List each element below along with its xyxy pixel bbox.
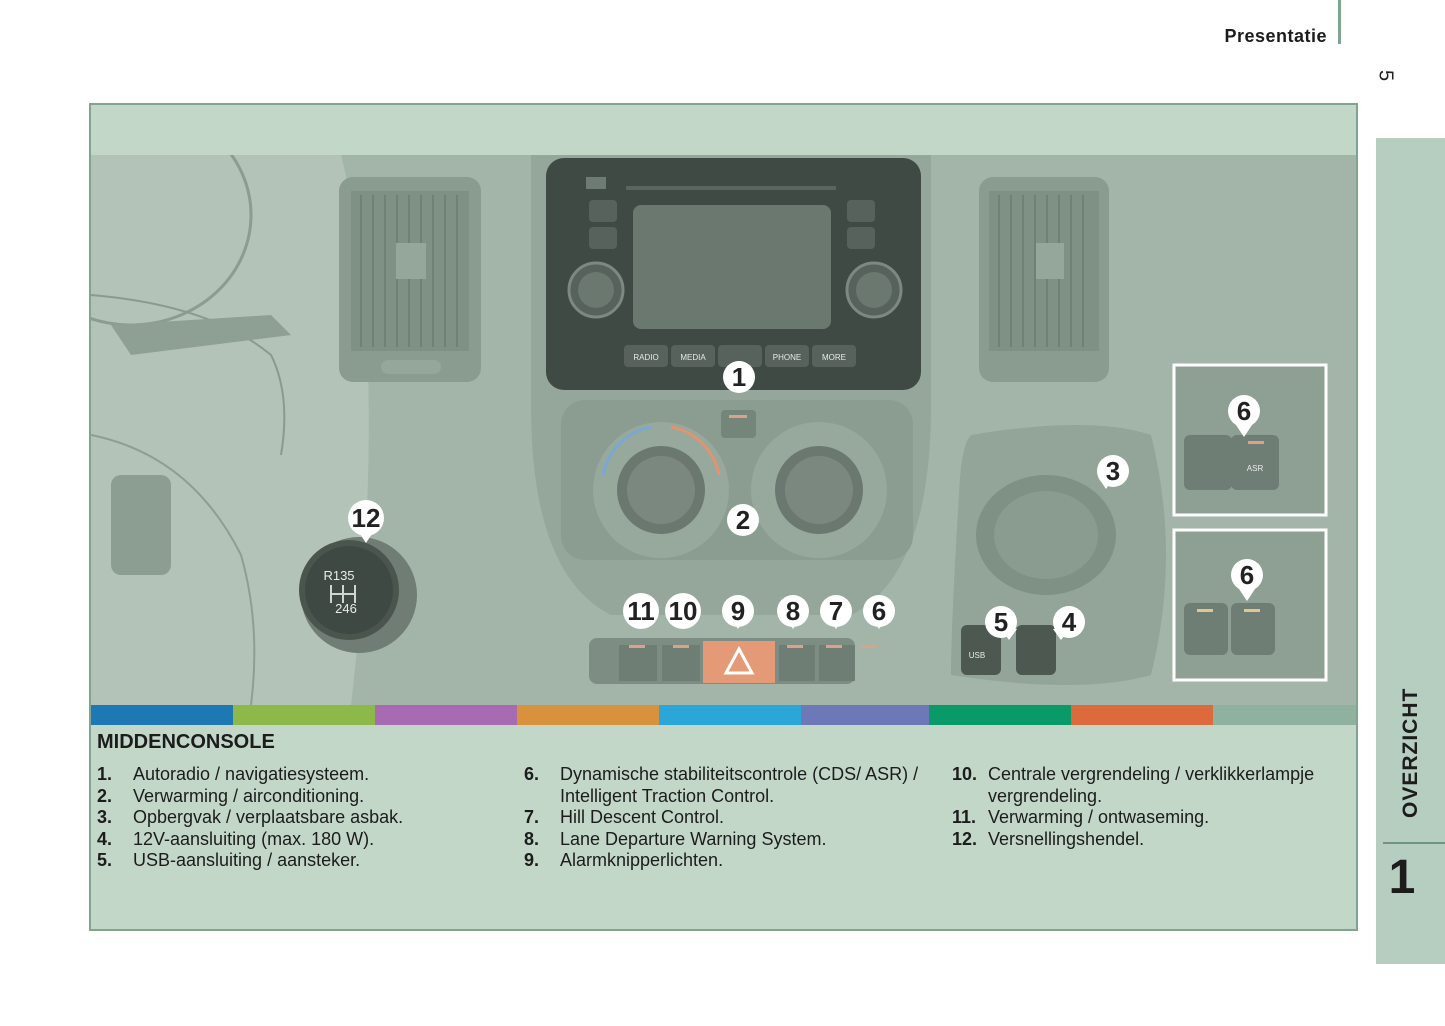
svg-text:2: 2: [736, 505, 750, 535]
usb-label: USB: [969, 651, 985, 660]
callout-7: 7: [820, 595, 852, 629]
media-button-label: MEDIA: [680, 353, 706, 362]
page-number: 5: [1374, 69, 1397, 82]
callout-8: 8: [777, 595, 809, 629]
legend-item-text: Centrale vergrendeling / verklikkerlampj…: [988, 764, 1315, 806]
legend-item-text: Opbergvak / verplaatsbare asbak.: [133, 807, 404, 827]
radio-button-label: RADIO: [633, 353, 658, 362]
svg-text:6: 6: [1240, 560, 1254, 590]
callout-12: 12: [348, 500, 384, 543]
legend-column-1: 1. Autoradio / navigatiesysteem. 2. Verwarm…: [97, 764, 497, 872]
legend-item-number: 6.: [524, 764, 540, 784]
color-strip-segment: [233, 705, 375, 725]
gear-pattern-top: R135: [323, 568, 354, 583]
color-strip-segment: [91, 705, 233, 725]
legend-item-text: Dynamische stabiliteitscontrole (CDS/ AS…: [560, 764, 919, 806]
callout-5: 5: [985, 606, 1017, 640]
legend-item-text: Verwarming / airconditioning.: [133, 785, 365, 806]
color-strip-segment: [375, 705, 517, 725]
legend-item: 5. USB-aansluiting / aansteker.: [97, 850, 497, 872]
legend-item: 9. Alarmknipperlichten.: [524, 850, 924, 872]
legend-item-number: 1.: [97, 764, 113, 784]
section-title: MIDDENCONSOLE: [97, 731, 275, 753]
svg-text:3: 3: [1106, 456, 1120, 486]
legend-item: 7. Hill Descent Control.: [524, 807, 924, 829]
legend-item: 10. Centrale vergrendeling / verklikkerla…: [952, 764, 1352, 807]
legend-column-3: 10. Centrale vergrendeling / verklikkerla…: [952, 764, 1352, 850]
svg-text:9: 9: [731, 596, 745, 626]
callout-6-main: 6: [863, 595, 895, 629]
legend-item-text: 12V-aansluiting (max. 180 W).: [133, 828, 375, 849]
page-header-title: Presentatie: [1224, 26, 1327, 46]
color-strip-segment: [659, 705, 801, 725]
legend-item-number: 4.: [97, 828, 113, 849]
side-tab-rule: [1383, 842, 1445, 844]
callout-11: 11: [623, 593, 659, 629]
legend-item: 8. Lane Departure Warning System.: [524, 829, 924, 851]
chapter-number: 1: [1388, 851, 1416, 904]
legend-item-text: Lane Departure Warning System.: [560, 828, 827, 849]
legend-item-text: USB-aansluiting / aansteker.: [133, 850, 361, 870]
svg-text:4: 4: [1062, 607, 1077, 637]
svg-text:11: 11: [627, 596, 655, 626]
legend-item-number: 11.: [952, 807, 977, 827]
legend-item-number: 5.: [97, 850, 113, 870]
svg-text:1: 1: [732, 362, 746, 392]
legend-item: 1. Autoradio / navigatiesysteem.: [97, 764, 497, 786]
callout-6-inset-top: 6: [1228, 395, 1260, 437]
color-strip: [91, 705, 1356, 725]
svg-text:5: 5: [994, 607, 1008, 637]
svg-text:7: 7: [829, 596, 843, 626]
chapter-side-tab: [1376, 138, 1445, 964]
dashboard-illustration: RADIO MEDIA PHONE MORE R135 246 USB: [91, 155, 1356, 705]
asr-label: ASR: [1247, 464, 1264, 473]
more-button-label: MORE: [822, 353, 846, 362]
legend-item-number: 8.: [524, 828, 540, 849]
legend-item: 11. Verwarming / ontwaseming.: [952, 807, 1352, 829]
svg-text:12: 12: [352, 503, 381, 533]
svg-text:6: 6: [872, 596, 886, 626]
callout-6-inset-bottom: 6: [1231, 559, 1263, 601]
phone-button-label: PHONE: [773, 353, 801, 362]
legend-item-number: 10.: [952, 764, 978, 784]
legend-item: 12. Versnellingshendel.: [952, 829, 1352, 851]
legend-item-text: Autoradio / navigatiesysteem.: [133, 764, 370, 784]
color-strip-segment: [929, 705, 1071, 725]
svg-text:10: 10: [669, 596, 698, 626]
legend-item-number: 7.: [524, 807, 540, 827]
svg-text:8: 8: [786, 596, 800, 626]
color-strip-segment: [517, 705, 659, 725]
legend-item-number: 9.: [524, 850, 540, 870]
legend-item-number: 2.: [97, 785, 113, 806]
callout-4: 4: [1053, 606, 1085, 640]
chapter-label-text: OVERZICHT: [1398, 687, 1422, 818]
legend-item-text: Alarmknipperlichten.: [560, 850, 724, 870]
callout-10: 10: [665, 593, 701, 629]
legend-item-text: Versnellingshendel.: [988, 828, 1145, 849]
chapter-side-tab-label: OVERZICHT: [1376, 500, 1445, 830]
callout-9: 9: [722, 595, 754, 629]
legend-item-text: Verwarming / ontwaseming.: [988, 807, 1210, 827]
callout-2: 2: [727, 504, 759, 536]
legend-column-2: 6. Dynamische stabiliteitscontrole (CDS/ …: [524, 764, 924, 872]
legend-item-number: 3.: [97, 807, 113, 827]
legend-item-number: 12.: [952, 828, 978, 849]
color-strip-segment: [801, 705, 929, 725]
legend-item: 4. 12V-aansluiting (max. 180 W).: [97, 829, 497, 851]
legend-item: 2. Verwarming / airconditioning.: [97, 786, 497, 808]
callout-3: 3: [1097, 455, 1129, 489]
legend-item: 3. Opbergvak / verplaatsbare asbak.: [97, 807, 497, 829]
color-strip-segment: [1213, 705, 1356, 725]
svg-text:6: 6: [1237, 396, 1251, 426]
callout-1: 1: [723, 361, 755, 393]
header-rule: [1338, 0, 1341, 44]
color-strip-segment: [1071, 705, 1213, 725]
legend-item-text: Hill Descent Control.: [560, 807, 725, 827]
gear-pattern-bottom: 246: [335, 601, 357, 616]
legend-item: 6. Dynamische stabiliteitscontrole (CDS/ …: [524, 764, 924, 807]
